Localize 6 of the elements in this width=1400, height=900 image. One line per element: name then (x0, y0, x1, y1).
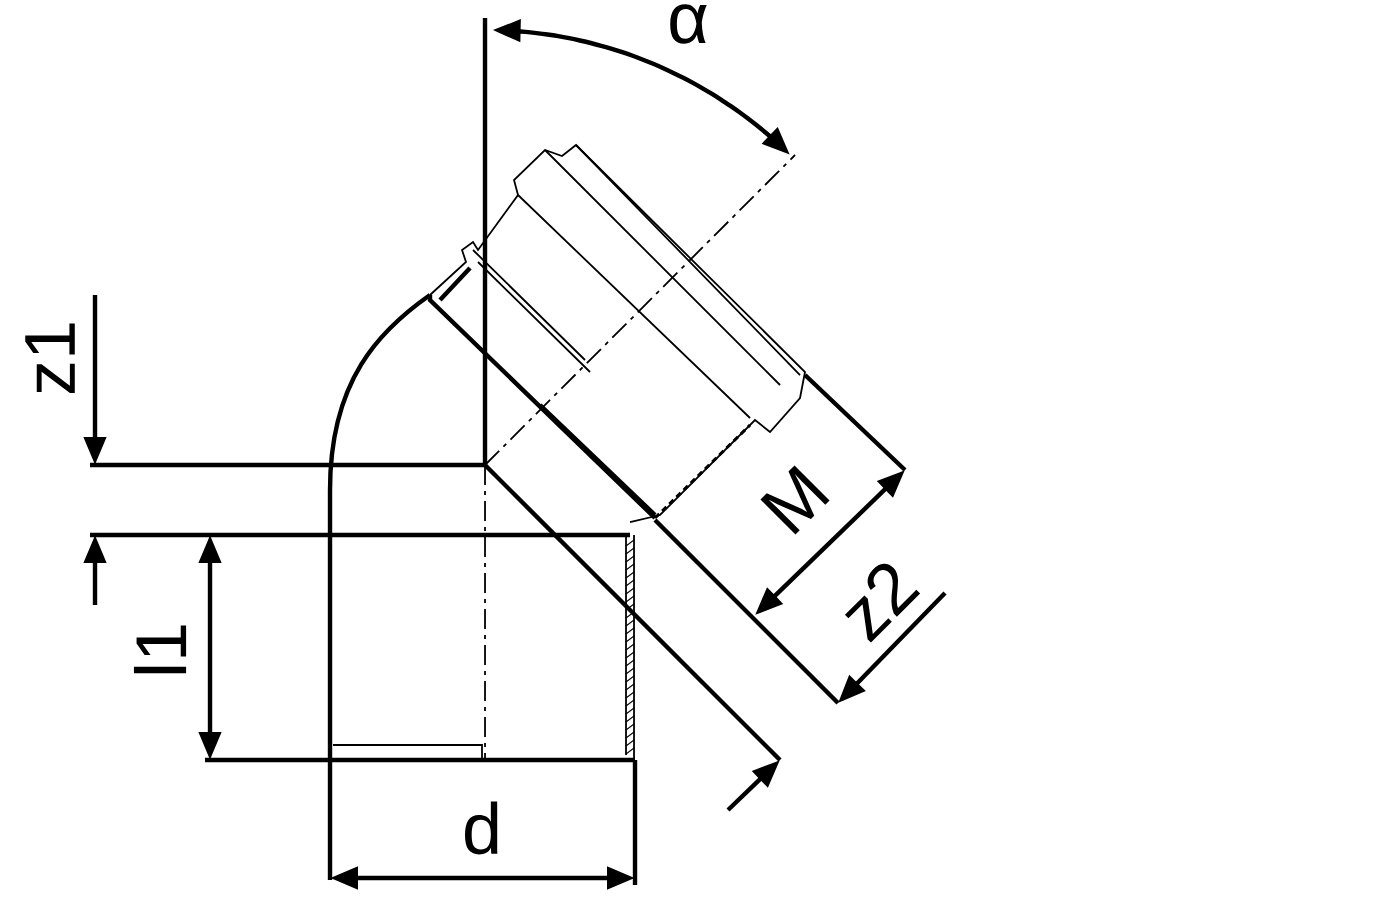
dimension-label: d (465, 801, 498, 855)
dimension-label: α (670, 4, 707, 44)
dimension-label: M (760, 465, 830, 535)
dimension-label: l1 (133, 625, 187, 674)
dimension-label: z2 (844, 563, 921, 643)
dimension-label: z1 (25, 323, 75, 394)
